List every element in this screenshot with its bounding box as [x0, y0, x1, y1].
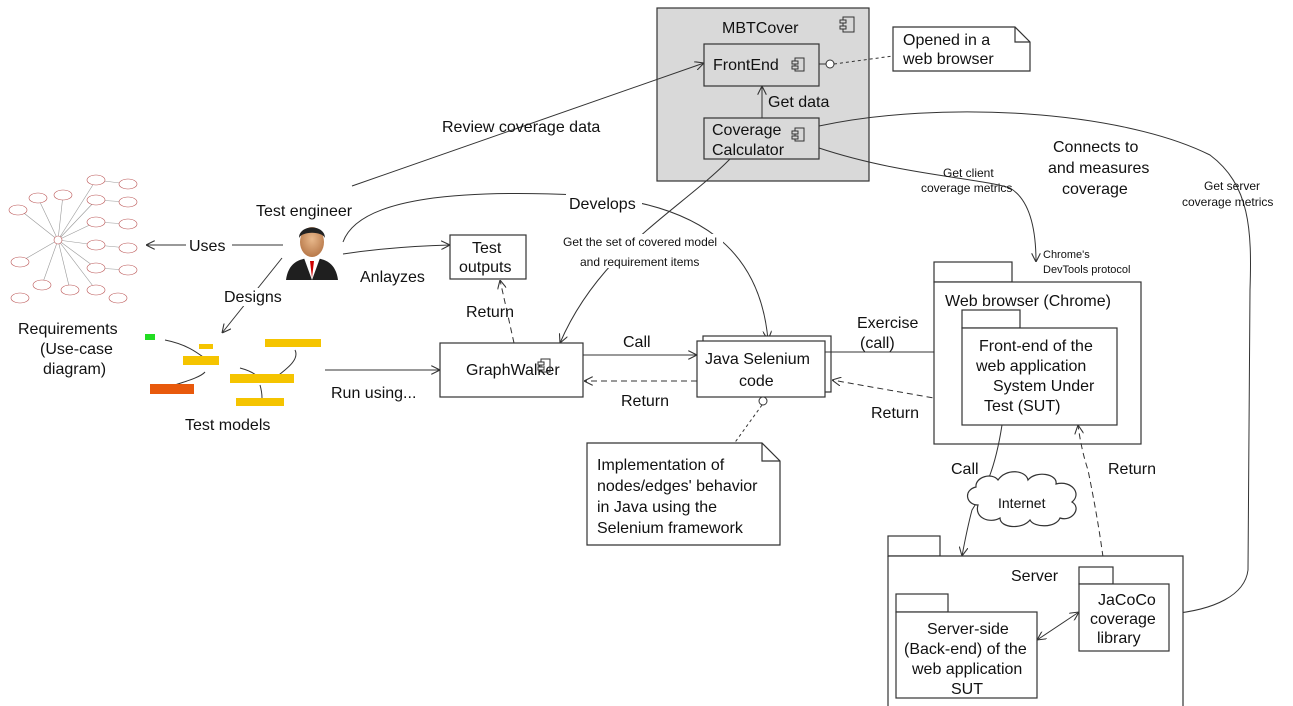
svg-text:coverage metrics: coverage metrics	[921, 181, 1012, 195]
svg-text:Call: Call	[623, 334, 651, 351]
svg-text:Test: Test	[472, 240, 502, 257]
return-outputs-arrow	[500, 280, 515, 344]
note-implementation: Implementation of nodes/edges' behavior …	[586, 442, 781, 546]
web-browser-package: Web browser (Chrome) Chrome's DevTools p…	[933, 249, 1142, 445]
svg-text:Implementation of: Implementation of	[597, 457, 725, 474]
svg-text:Get client: Get client	[943, 166, 994, 180]
svg-text:web browser: web browser	[902, 51, 994, 68]
interface-lollipop	[758, 396, 768, 406]
svg-text:Return: Return	[621, 393, 669, 410]
svg-text:coverage: coverage	[1090, 611, 1156, 628]
graphwalker-component: GraphWalker	[439, 342, 584, 398]
svg-text:Designs: Designs	[224, 289, 282, 306]
svg-text:outputs: outputs	[459, 259, 511, 276]
svg-text:in Java using the: in Java using the	[597, 499, 717, 516]
frontend-label: FrontEnd	[713, 57, 779, 74]
component-icon	[791, 57, 805, 72]
use-case-diagram-thumbnail	[8, 174, 138, 304]
coverage-calculator-component: Coverage Calculator	[703, 117, 820, 160]
test-engineer-icon	[286, 227, 338, 280]
review-label: Review coverage data	[442, 119, 600, 136]
svg-text:Anlayzes: Anlayzes	[360, 269, 425, 286]
svg-text:code: code	[739, 373, 774, 390]
svg-text:library: library	[1097, 630, 1141, 647]
svg-text:Java Selenium: Java Selenium	[705, 351, 810, 368]
svg-text:Develops: Develops	[569, 196, 636, 213]
coverage-label-1: Coverage	[712, 122, 781, 139]
svg-text:GraphWalker: GraphWalker	[466, 362, 560, 379]
get-data-label: Get data	[768, 94, 829, 111]
client-metrics-arrow	[818, 147, 1036, 262]
svg-text:coverage metrics: coverage metrics	[1182, 195, 1273, 209]
svg-text:Return: Return	[871, 405, 919, 422]
anlayzes-arrow	[342, 245, 450, 255]
call-internet-arrow	[962, 424, 1003, 556]
note-opened-in-browser: Opened in a web browser	[892, 26, 1031, 72]
svg-text:Get the set of covered model: Get the set of covered model	[563, 235, 717, 249]
coverage-label-2: Calculator	[712, 142, 785, 159]
review-arrow	[351, 63, 704, 187]
mbtcover-title: MBTCover	[722, 20, 799, 37]
svg-text:Test models: Test models	[185, 417, 270, 434]
test-engineer-label: Test engineer	[256, 203, 353, 220]
mbtcover-component: MBTCover FrontEnd Coverage Calculator	[656, 7, 870, 182]
svg-text:Requirements: Requirements	[18, 321, 118, 338]
svg-text:Call: Call	[951, 461, 979, 478]
test-models-thumbnail	[145, 334, 321, 406]
svg-text:Chrome's: Chrome's	[1043, 249, 1090, 261]
test-outputs-box	[449, 234, 527, 280]
internet-cloud-icon: Internet	[967, 471, 1077, 528]
svg-text:Server: Server	[1011, 568, 1059, 585]
svg-text:Test (SUT): Test (SUT)	[984, 398, 1060, 415]
svg-text:Return: Return	[1108, 461, 1156, 478]
component-icon	[791, 127, 805, 142]
svg-text:Selenium framework: Selenium framework	[597, 520, 744, 537]
svg-text:nodes/edges' behavior: nodes/edges' behavior	[597, 478, 758, 495]
svg-text:SUT: SUT	[951, 681, 983, 698]
svg-text:(Back-end) of the: (Back-end) of the	[904, 641, 1027, 658]
frontend-component: FrontEnd	[703, 43, 820, 87]
backend-jacoco-link	[1037, 612, 1079, 640]
svg-text:Opened in a: Opened in a	[903, 32, 990, 49]
svg-text:Get server: Get server	[1204, 179, 1260, 193]
svg-text:and requirement items: and requirement items	[580, 255, 699, 269]
svg-text:Connects to: Connects to	[1053, 139, 1138, 156]
svg-text:Uses: Uses	[189, 238, 225, 255]
svg-text:web application: web application	[911, 661, 1022, 678]
svg-text:System Under: System Under	[993, 378, 1095, 395]
svg-text:Exercise: Exercise	[857, 315, 918, 332]
svg-text:Run using...: Run using...	[331, 385, 416, 402]
svg-text:DevTools protocol: DevTools protocol	[1043, 264, 1130, 276]
svg-text:coverage: coverage	[1062, 181, 1128, 198]
svg-text:Web browser (Chrome): Web browser (Chrome)	[945, 293, 1111, 310]
svg-text:Server-side: Server-side	[927, 621, 1009, 638]
return-server-arrow	[1078, 425, 1104, 558]
svg-text:(call): (call)	[860, 335, 895, 352]
server-package: Server JaCoCo coverage library Server-si…	[887, 535, 1184, 706]
server-metrics-arrow	[818, 111, 1252, 614]
svg-text:(Use-case: (Use-case	[40, 341, 113, 358]
svg-text:Internet: Internet	[998, 495, 1046, 511]
svg-text:Front-end of the: Front-end of the	[979, 338, 1093, 355]
svg-text:Return: Return	[466, 304, 514, 321]
svg-text:diagram): diagram)	[43, 361, 106, 378]
svg-text:JaCoCo: JaCoCo	[1098, 592, 1156, 609]
java-selenium-code-box: Java Selenium code	[696, 335, 832, 398]
svg-text:web application: web application	[975, 358, 1086, 375]
component-icon	[839, 16, 855, 33]
interface-lollipop	[825, 59, 835, 69]
svg-text:and measures: and measures	[1048, 160, 1149, 177]
